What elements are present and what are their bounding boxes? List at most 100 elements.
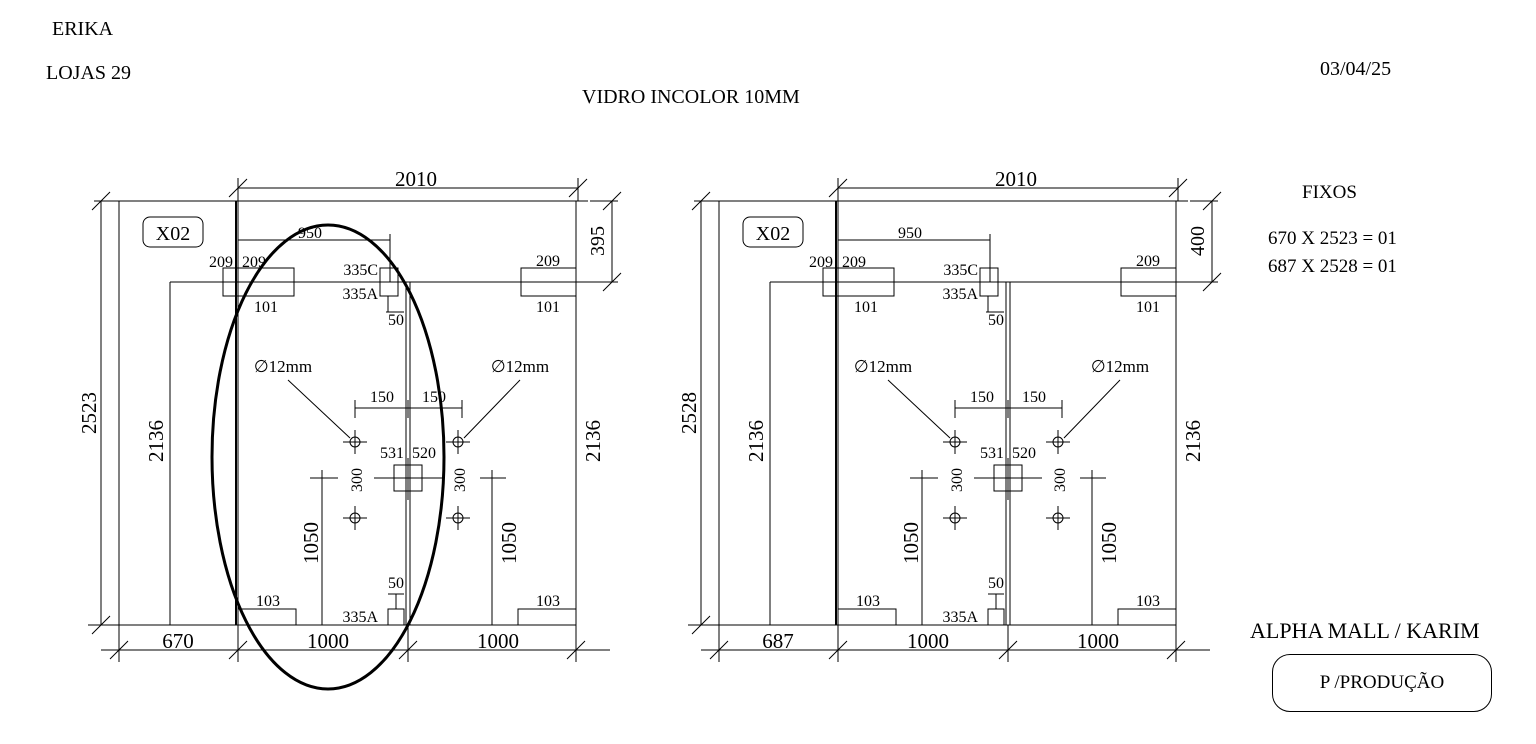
fixos-item-1: 670 X 2523 = 01 [1268, 228, 1397, 249]
drawing-line [1166, 640, 1186, 660]
dimension-label: 2136 [1181, 420, 1205, 462]
patch-fitting [520, 267, 577, 297]
dimension-label: 1000 [477, 629, 519, 653]
dimension-label: 300 [949, 468, 966, 492]
dimension-label: 150 [370, 389, 394, 406]
highlight-ellipse [210, 223, 446, 691]
hinge-label: 335A [342, 286, 378, 303]
dimension-label: 209 [536, 253, 560, 270]
drawing-line [828, 640, 848, 660]
hinge-fitting [387, 608, 405, 626]
drawing-line [566, 640, 586, 660]
hinge-fitting [979, 267, 999, 297]
dimension-label: ∅12mm [1091, 357, 1149, 376]
dimension-label: 1050 [1097, 522, 1121, 564]
dimension-label: 2136 [581, 420, 605, 462]
panel-tag: X02 [756, 223, 790, 245]
dimension-label: 50 [988, 312, 1004, 329]
fixos-title: FIXOS [1302, 182, 1357, 203]
dimension-label: 101 [536, 299, 560, 316]
hinge-fitting [379, 267, 399, 297]
drawing-line [602, 191, 622, 211]
dimension-label: 209 [1136, 253, 1160, 270]
drawing-line [463, 379, 521, 439]
dimension-label: 2010 [995, 167, 1037, 191]
location-label: ALPHA MALL / KARIM [1250, 618, 1480, 643]
drawing-line [887, 379, 951, 439]
dimension-label: 209 [209, 254, 233, 271]
hinge-label: 335A [942, 286, 978, 303]
dimension-label: 1050 [497, 522, 521, 564]
dimension-label: 150 [1022, 389, 1046, 406]
dimension-label: 300 [452, 468, 469, 492]
dimension-label: 1050 [899, 522, 923, 564]
drawing-line [287, 379, 351, 439]
dimension-label: 670 [162, 629, 194, 653]
dimension-label: 209 [842, 254, 866, 271]
tag-box [742, 216, 804, 248]
dimension-label: 400 [1187, 226, 1209, 256]
dimension-label: 103 [536, 593, 560, 610]
drawing-line [1063, 379, 1121, 439]
dimension-label: ∅12mm [491, 357, 549, 376]
patch-fitting [1117, 608, 1177, 626]
fixos-item-2: 687 X 2528 = 01 [1268, 256, 1397, 277]
dimension-label: 1000 [307, 629, 349, 653]
dimension-label: 2136 [744, 420, 768, 462]
dimension-label: 209 [809, 254, 833, 271]
drawing-line [398, 640, 418, 660]
dimension-label: 1050 [299, 522, 323, 564]
patch-fitting [1120, 267, 1177, 297]
dimension-label: 520 [412, 445, 436, 462]
dimension-label: 2528 [677, 392, 701, 434]
drawing-line [91, 615, 111, 635]
hinge-label: 335A [342, 609, 378, 626]
material-title: VIDRO INCOLOR 10MM [582, 86, 800, 108]
panel-tag: X02 [156, 223, 190, 245]
dimension-label: 150 [422, 389, 446, 406]
dimension-label: 101 [854, 299, 878, 316]
hinge-label: 335C [943, 262, 978, 279]
drawing-line [709, 640, 729, 660]
patch-fitting [517, 608, 577, 626]
hinge-label: 335A [942, 609, 978, 626]
dimension-label: 2136 [144, 420, 168, 462]
dimension-label: 2010 [395, 167, 437, 191]
drawing-line [602, 272, 622, 292]
patch-fitting [837, 608, 897, 626]
dimension-label: 50 [388, 575, 404, 592]
dimension-label: ∅12mm [254, 357, 312, 376]
patch-fitting [222, 267, 295, 297]
panel-drawing-1: X02 2010 2523 395 2136 2136 670 1000 1000 209 209 2… [77, 167, 622, 662]
dimension-label: 209 [242, 254, 266, 271]
drawing-line [228, 640, 248, 660]
dimension-label: 950 [898, 225, 922, 242]
drawing-line [1202, 272, 1222, 292]
dimension-label: 531 [980, 445, 1004, 462]
dimension-label: 103 [256, 593, 280, 610]
dimension-label: 300 [1052, 468, 1069, 492]
drawing-line [691, 191, 711, 211]
client-name: ERIKA [52, 18, 114, 40]
dimension-label: 531 [380, 445, 404, 462]
dimension-label: 103 [856, 593, 880, 610]
dimension-label: 50 [388, 312, 404, 329]
patch-fitting [822, 267, 895, 297]
dimension-label: 150 [970, 389, 994, 406]
patch-fitting [237, 608, 297, 626]
drawing-line [691, 615, 711, 635]
project-name: LOJAS 29 [46, 62, 132, 84]
dimension-label: 1000 [1077, 629, 1119, 653]
dimension-label: 520 [1012, 445, 1036, 462]
dimension-label: 395 [587, 226, 609, 256]
date-label: 03/04/25 [1320, 58, 1392, 80]
drawing-line [998, 640, 1018, 660]
dimension-label: 50 [988, 575, 1004, 592]
dimension-label: 2523 [77, 392, 101, 434]
tag-box [142, 216, 204, 248]
dimension-label: 101 [254, 299, 278, 316]
drawing-line [1202, 191, 1222, 211]
dimension-label: 103 [1136, 593, 1160, 610]
